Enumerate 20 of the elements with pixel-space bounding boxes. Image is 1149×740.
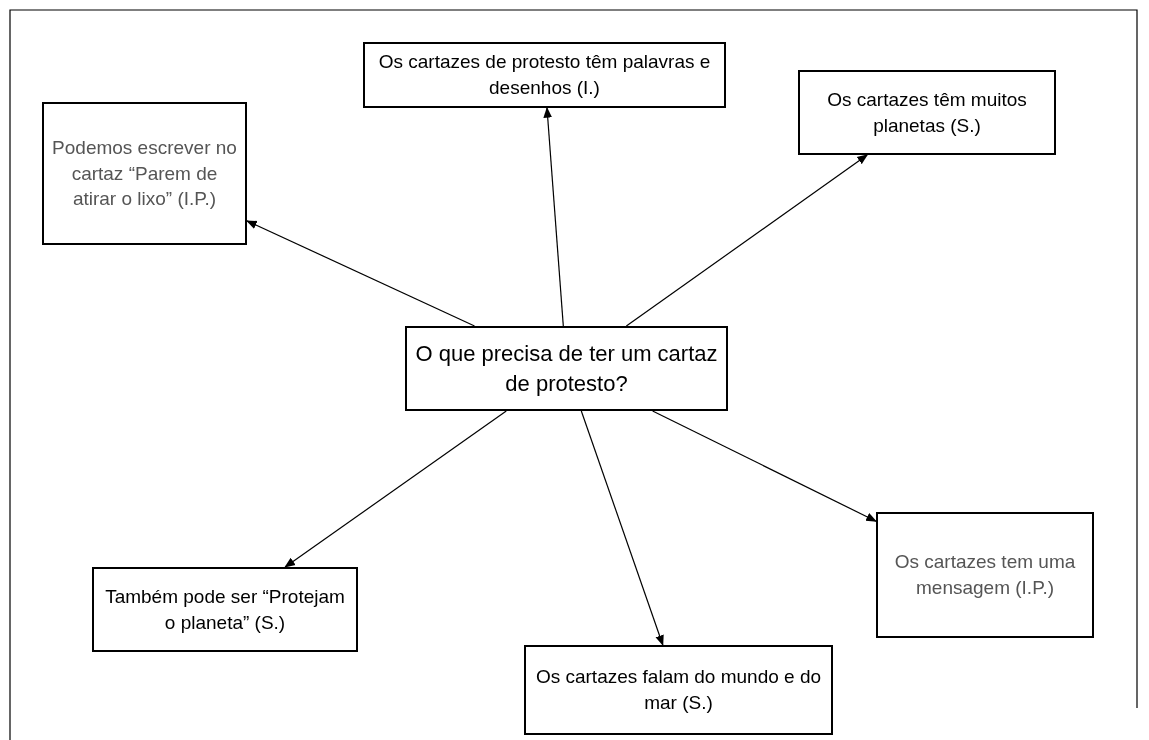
arrow: [543, 106, 564, 327]
text-box: [405, 326, 728, 411]
text-box: [524, 645, 833, 735]
arrow: [580, 410, 664, 646]
box-text: Os cartazes têm muitos planetas (S.): [826, 87, 1028, 138]
box-text: Podemos escrever no cartaz “Parem de atirar o lixo” (I.P.): [52, 136, 237, 212]
arrow: [284, 410, 507, 568]
text-box: [92, 567, 358, 652]
box-text: O que precisa de ter um cartaz de protesto?: [415, 339, 718, 398]
arrow: [625, 154, 869, 327]
box-text: Os cartazes tem uma mensagem (I.P.): [893, 550, 1077, 600]
box-text: Os cartazes falam do mundo e do mar (S.): [534, 665, 823, 715]
box-text: Também pode ser “Protejam o planeta” (S.): [104, 584, 346, 635]
box-text: Os cartazes de protesto têm palavras e desenhos (I.): [377, 50, 712, 100]
text-box: [363, 42, 726, 108]
arrow: [246, 220, 476, 327]
text-box: [876, 512, 1094, 638]
text-box: [42, 102, 247, 245]
arrow: [652, 410, 877, 522]
text-box: [798, 70, 1056, 155]
